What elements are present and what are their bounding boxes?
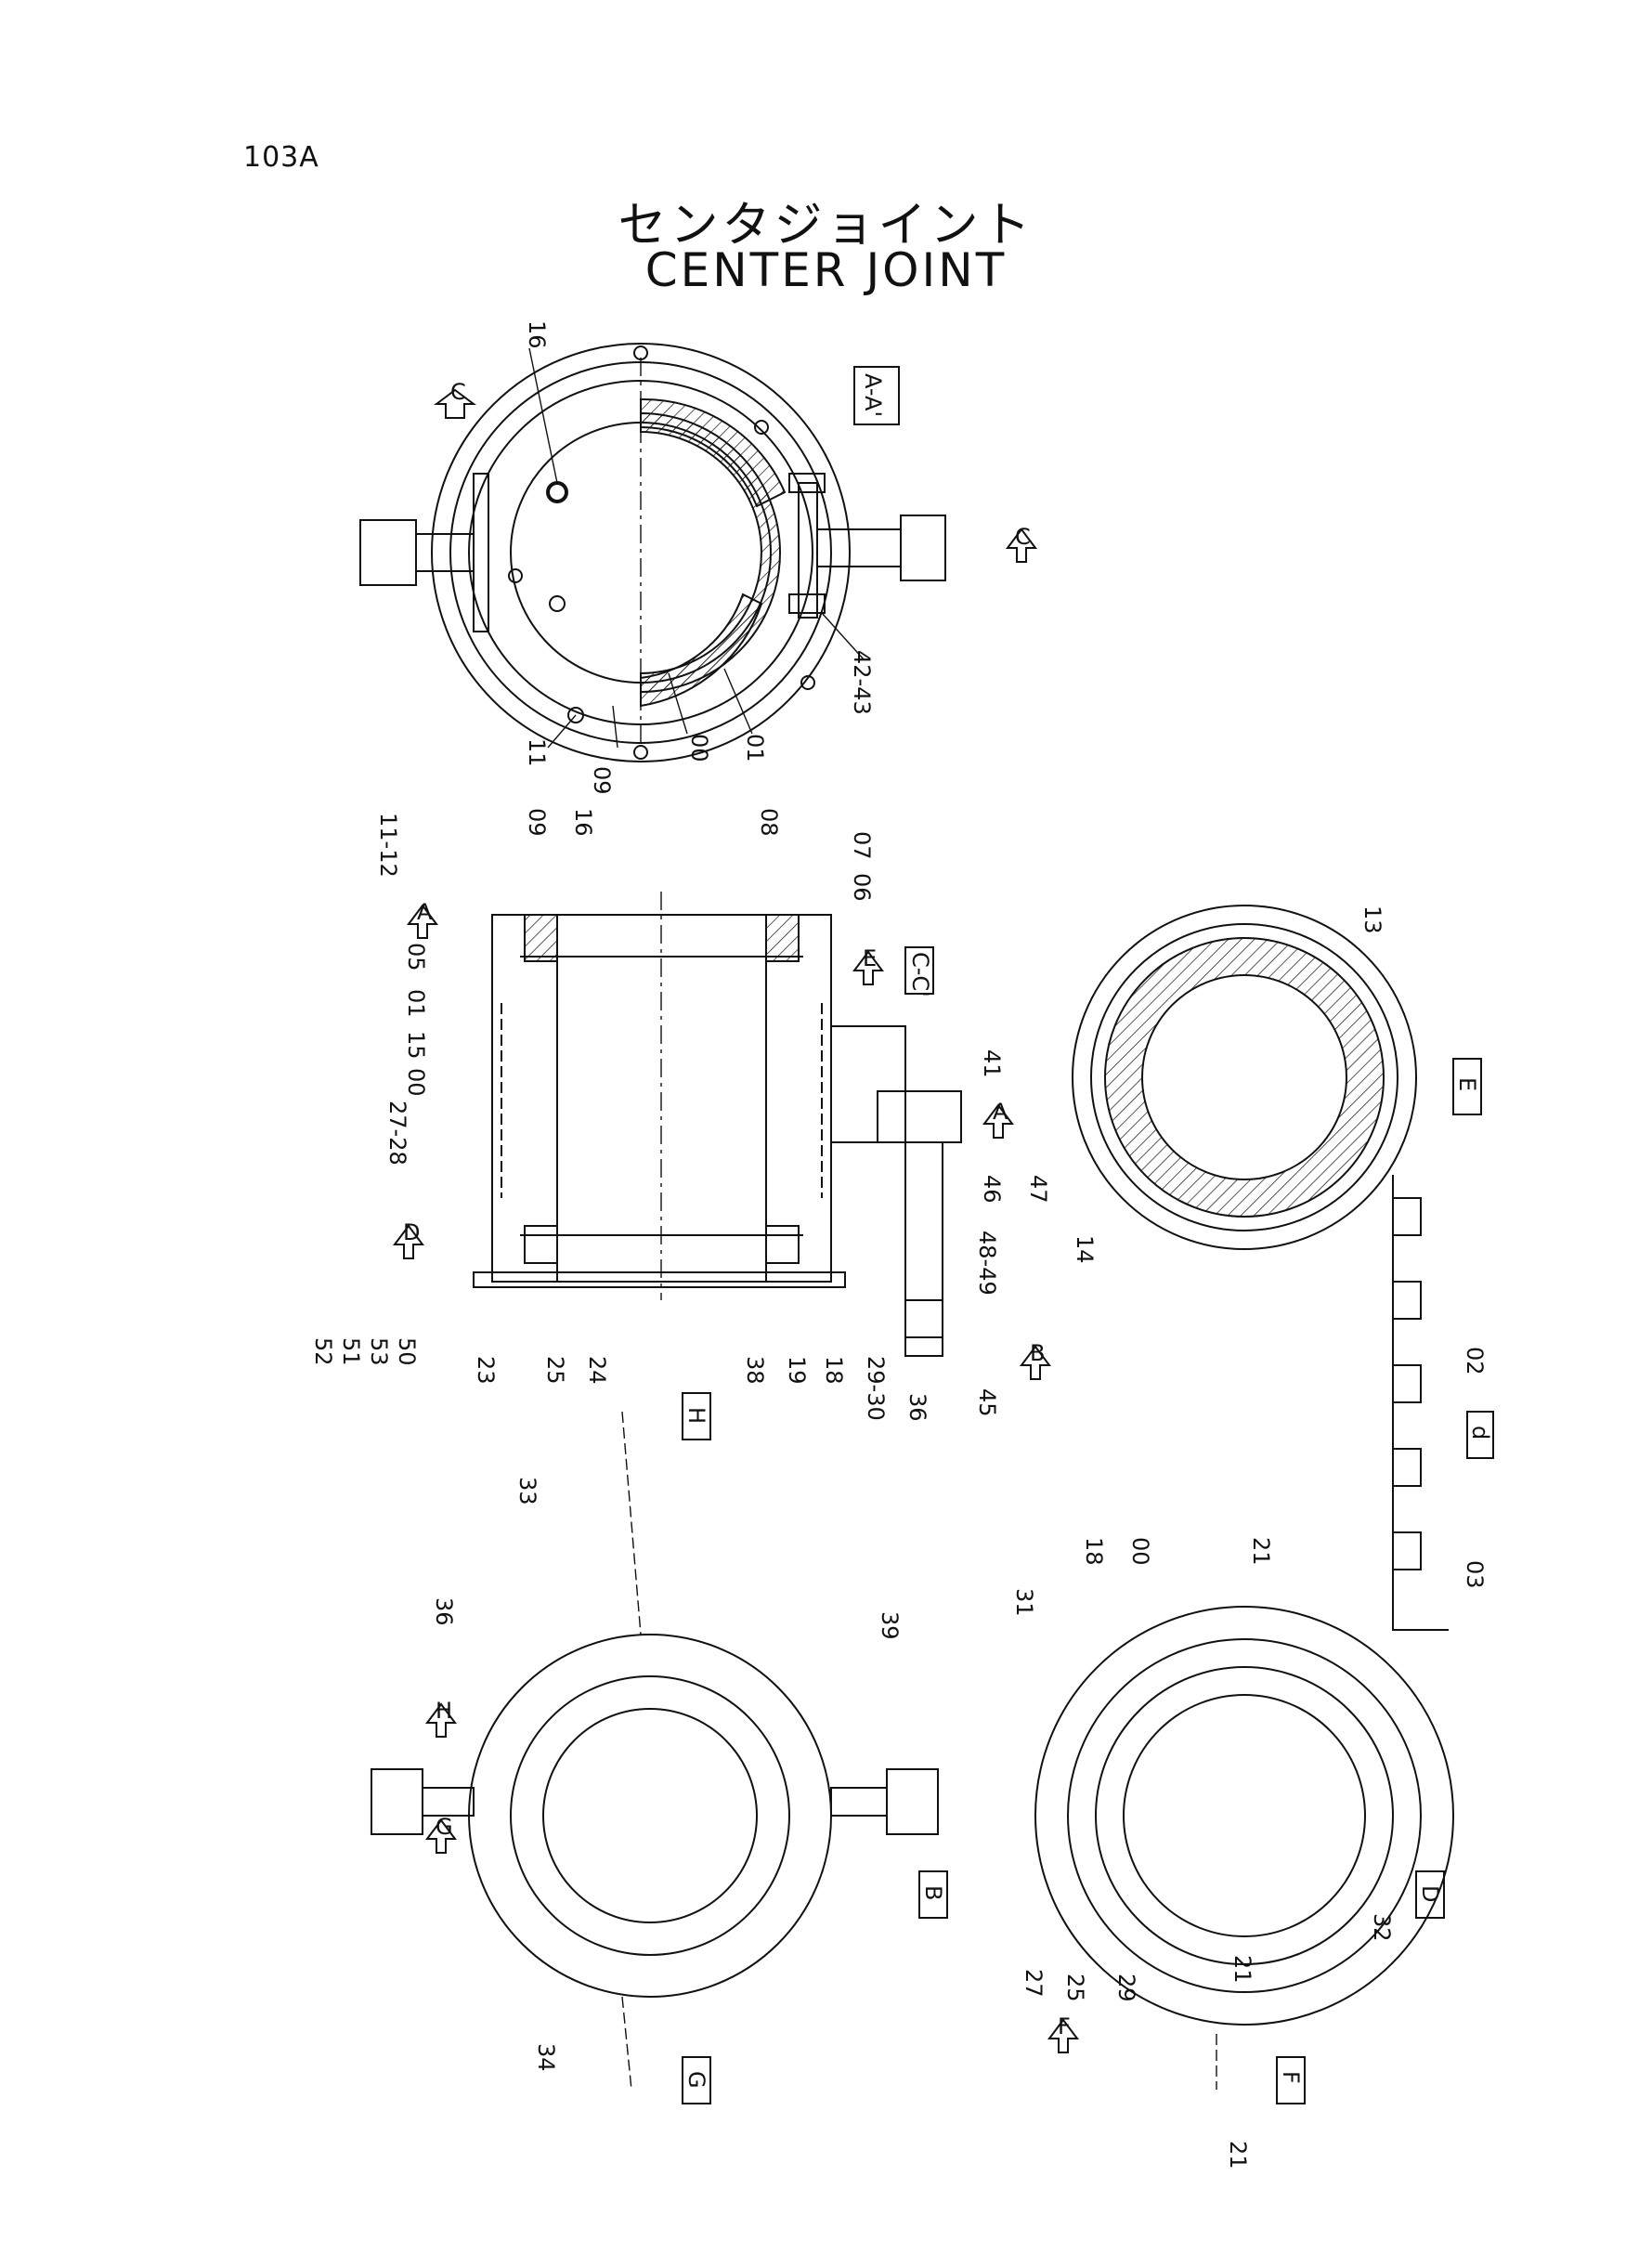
label-36-b: 36 bbox=[431, 1597, 457, 1626]
d-label-box bbox=[1466, 1411, 1494, 1459]
label-25-mid: 25 bbox=[542, 1356, 568, 1385]
e-label-box bbox=[1452, 1058, 1482, 1115]
arrow-label-h: H bbox=[436, 1698, 452, 1724]
label-b: B bbox=[920, 1885, 946, 1900]
label-47: 47 bbox=[1025, 1175, 1051, 1204]
label-15: 15 bbox=[403, 1031, 429, 1060]
label-16-mid: 16 bbox=[570, 808, 596, 837]
view-e bbox=[1072, 905, 1482, 1250]
label-cc: C-C' bbox=[907, 952, 933, 997]
label-39: 39 bbox=[877, 1611, 903, 1640]
label-aa: A-A' bbox=[860, 373, 886, 417]
label-27-28: 27-28 bbox=[384, 1101, 410, 1166]
label-36-mid: 36 bbox=[904, 1393, 930, 1422]
view-d-profile bbox=[1392, 1175, 1494, 1631]
label-e: E bbox=[1454, 1077, 1480, 1091]
label-29-30: 29-30 bbox=[863, 1356, 889, 1421]
label-03: 03 bbox=[1462, 1560, 1488, 1589]
label-29-d: 29 bbox=[1113, 1974, 1139, 2002]
label-16-top: 16 bbox=[524, 320, 550, 349]
b-label-box bbox=[918, 1870, 948, 1919]
arrow-label-c-top: C bbox=[450, 379, 466, 405]
view-aa-arrows bbox=[434, 366, 1037, 563]
label-19: 19 bbox=[784, 1356, 810, 1385]
label-53: 53 bbox=[366, 1337, 392, 1366]
label-f: F bbox=[1278, 2071, 1304, 2084]
label-00-d: 00 bbox=[1127, 1537, 1153, 1566]
view-aa-section bbox=[359, 343, 946, 762]
label-50: 50 bbox=[394, 1337, 420, 1366]
label-07: 07 bbox=[849, 831, 875, 860]
label-09-mid: 09 bbox=[524, 808, 550, 837]
label-06: 06 bbox=[849, 873, 875, 902]
label-01-mid: 01 bbox=[403, 989, 429, 1018]
arrow-label-d: D bbox=[403, 1219, 420, 1245]
view-b bbox=[371, 1392, 948, 2104]
label-21-c: 21 bbox=[1225, 2141, 1251, 2169]
label-09-top: 09 bbox=[589, 766, 615, 795]
arrow-label-c-right: C bbox=[1015, 524, 1031, 550]
label-27-d: 27 bbox=[1021, 1969, 1047, 1998]
label-24: 24 bbox=[584, 1356, 610, 1385]
label-48-49: 48-49 bbox=[974, 1231, 1000, 1296]
cc-label-box bbox=[904, 946, 934, 995]
label-52: 52 bbox=[310, 1337, 336, 1366]
view-cc-section bbox=[473, 892, 962, 1357]
label-21-a: 21 bbox=[1248, 1537, 1274, 1566]
label-08: 08 bbox=[756, 808, 782, 837]
view-d bbox=[1034, 1606, 1454, 2104]
arrow-label-a-left: A bbox=[417, 899, 433, 925]
part-labels: 16 11 09 00 01 42-43 11-12 09 16 05 01 1… bbox=[310, 320, 1493, 2169]
label-00-mid: 00 bbox=[403, 1068, 429, 1097]
label-13: 13 bbox=[1359, 905, 1385, 934]
label-34: 34 bbox=[533, 2043, 559, 2072]
label-23: 23 bbox=[473, 1356, 499, 1385]
label-31: 31 bbox=[1011, 1588, 1037, 1617]
g-label-box bbox=[682, 2056, 711, 2104]
label-14: 14 bbox=[1072, 1235, 1098, 1264]
view-aa-leaders bbox=[528, 347, 865, 749]
label-38: 38 bbox=[742, 1356, 768, 1385]
label-18-mid: 18 bbox=[821, 1356, 847, 1385]
arrow-label-g: G bbox=[436, 1814, 453, 1840]
title-english: CENTER JOINT bbox=[644, 243, 1008, 297]
aa-label-box bbox=[853, 366, 900, 425]
label-41: 41 bbox=[979, 1049, 1005, 1078]
label-42-43: 42-43 bbox=[849, 650, 875, 715]
label-32: 32 bbox=[1369, 1913, 1395, 1942]
label-d-lower: d bbox=[1467, 1426, 1493, 1440]
label-33: 33 bbox=[514, 1477, 540, 1505]
label-46: 46 bbox=[979, 1175, 1005, 1204]
d-view-label-box bbox=[1415, 1870, 1445, 1919]
page-code: 103A bbox=[243, 141, 319, 174]
arrow-label-e: E bbox=[863, 945, 877, 971]
label-d: D bbox=[1417, 1885, 1443, 1902]
view-cc-arrows bbox=[393, 904, 1051, 1380]
label-01-top: 01 bbox=[742, 734, 768, 762]
label-25-d: 25 bbox=[1062, 1974, 1088, 2002]
label-51: 51 bbox=[338, 1337, 364, 1366]
h-label-box bbox=[682, 1392, 711, 1440]
f-label-box bbox=[1276, 2056, 1306, 2104]
label-05: 05 bbox=[403, 943, 429, 971]
label-00-top: 00 bbox=[686, 734, 712, 762]
title-japanese: センタジョイント bbox=[618, 198, 1034, 254]
arrow-label-b: B bbox=[1030, 1340, 1045, 1366]
label-g: G bbox=[683, 2071, 709, 2089]
arrow-label-a-right: A bbox=[993, 1099, 1008, 1125]
label-21-b: 21 bbox=[1229, 1955, 1255, 1984]
label-45: 45 bbox=[974, 1388, 1000, 1417]
label-11-12: 11-12 bbox=[375, 813, 401, 878]
label-18-d: 18 bbox=[1081, 1537, 1107, 1566]
label-02: 02 bbox=[1462, 1347, 1488, 1375]
label-11-top: 11 bbox=[524, 738, 550, 767]
label-h: H bbox=[683, 1407, 709, 1424]
arrow-label-f: F bbox=[1058, 2013, 1071, 2039]
